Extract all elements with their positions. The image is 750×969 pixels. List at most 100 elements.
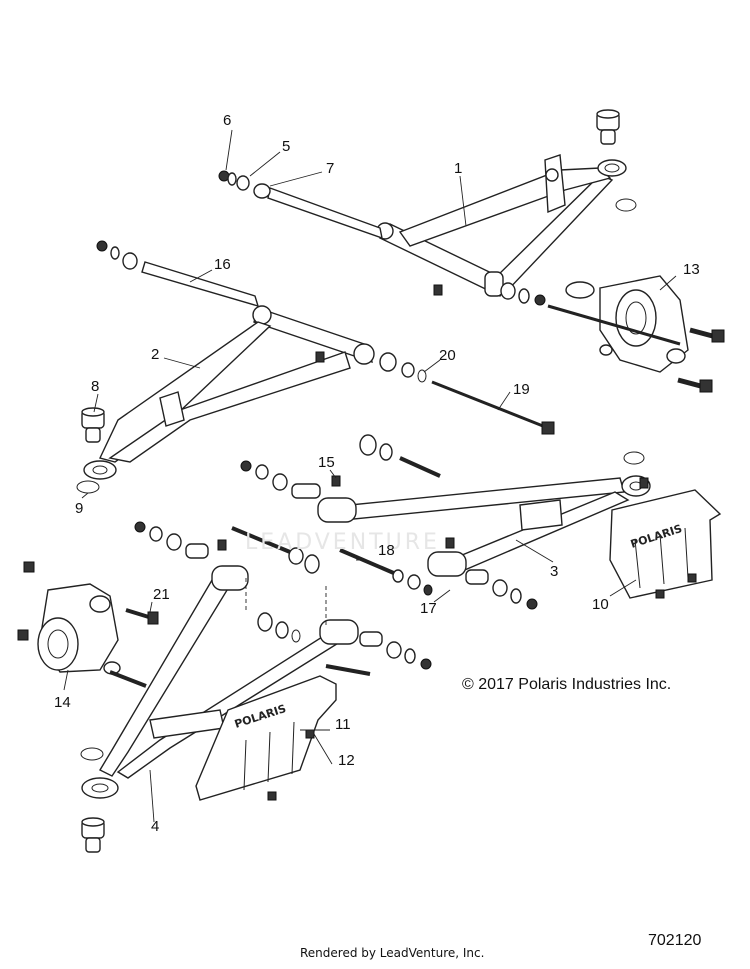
callout-14: 14: [54, 694, 71, 711]
copyright-notice: © 2017 Polaris Industries Inc.: [462, 676, 672, 693]
bushing-4-a[interactable]: [166, 533, 182, 551]
washer-16[interactable]: [110, 246, 120, 260]
callout-18: 18: [378, 542, 395, 559]
snap-ring-4[interactable]: [80, 747, 104, 761]
guard-10-screw-b[interactable]: [687, 573, 697, 583]
snap-ring-9[interactable]: [76, 480, 100, 494]
callout-3: 3: [550, 563, 559, 580]
nut-4-b[interactable]: [420, 658, 432, 670]
bushing-upper-rear[interactable]: [500, 282, 516, 300]
sleeve-4-a[interactable]: [185, 543, 209, 559]
nut-17[interactable]: [526, 598, 538, 610]
lower-a-arm-3[interactable]: [317, 475, 651, 577]
bushing-4-f[interactable]: [386, 641, 402, 659]
knuckle-bolt-lower[interactable]: [677, 377, 713, 393]
watermark: LEADVENTURE: [245, 530, 440, 555]
bushing-15-c[interactable]: [272, 473, 288, 491]
guard-11-screw[interactable]: [267, 791, 277, 801]
washer-upper-rear[interactable]: [518, 288, 530, 304]
ball-joint-4[interactable]: [81, 817, 105, 853]
steering-knuckle-13[interactable]: [565, 275, 689, 373]
callout-16: 16: [214, 256, 231, 273]
upper-a-arm-2[interactable]: [83, 305, 375, 480]
callout-2: 2: [151, 346, 160, 363]
bolt-15[interactable]: [399, 456, 441, 478]
a-arm-guard-10[interactable]: POLARIS: [609, 489, 722, 599]
callout-12: 12: [338, 752, 355, 769]
washer-15[interactable]: [255, 464, 269, 480]
washer-4-a[interactable]: [149, 526, 163, 542]
upper-through-bolt[interactable]: [547, 304, 681, 346]
rendered-by-credit: Rendered by LeadVenture, Inc.: [300, 946, 485, 960]
callout-6: 6: [223, 112, 232, 129]
bolt-18[interactable]: [339, 548, 433, 596]
ball-joint-8[interactable]: [81, 407, 105, 443]
bolt-4-a[interactable]: [231, 526, 291, 554]
nut-4-a[interactable]: [134, 521, 146, 533]
bolt-21[interactable]: [125, 608, 159, 625]
nut-15[interactable]: [240, 460, 252, 472]
lower-a-arm-4[interactable]: [81, 565, 359, 799]
callout-7: 7: [326, 160, 335, 177]
bushing-4-c[interactable]: [304, 554, 320, 574]
bushing-16[interactable]: [122, 252, 138, 270]
washer-17[interactable]: [510, 588, 522, 604]
washer-20[interactable]: [417, 369, 427, 383]
pivot-tube-16[interactable]: [141, 261, 260, 308]
washer-4-c[interactable]: [404, 648, 416, 664]
steering-knuckle-14[interactable]: [37, 583, 121, 675]
grease-fitting[interactable]: [433, 284, 443, 296]
callout-19: 19: [513, 381, 530, 398]
leader-lines: [63, 129, 677, 823]
callout-1: 1: [454, 160, 463, 177]
bushing-4-d[interactable]: [257, 612, 273, 632]
upper-a-arm-1[interactable]: [376, 154, 627, 297]
bushing-4-e[interactable]: [275, 621, 289, 639]
snap-ring-upper[interactable]: [615, 198, 637, 212]
bushing-20-a[interactable]: [379, 352, 397, 372]
a-arm-guard-11[interactable]: POLARIS: [195, 675, 337, 801]
bolt-14[interactable]: [109, 670, 147, 688]
callout-20: 20: [439, 347, 456, 364]
guard-10-screw-c[interactable]: [655, 589, 665, 599]
callout-5: 5: [282, 138, 291, 155]
bushing-15-b[interactable]: [379, 443, 393, 461]
upper-ball-joint[interactable]: [596, 109, 620, 145]
snap-ring-3[interactable]: [623, 451, 645, 465]
grease-fitting-15[interactable]: [331, 475, 341, 487]
bushing-15-a[interactable]: [359, 434, 377, 456]
washer-6[interactable]: [227, 172, 237, 186]
grease-fitting-2[interactable]: [315, 351, 325, 363]
callout-9: 9: [75, 500, 84, 517]
callout-13: 13: [683, 261, 700, 278]
grease-fitting-18[interactable]: [445, 537, 455, 549]
callout-8: 8: [91, 378, 100, 395]
bolt-4-b[interactable]: [325, 664, 371, 676]
callout-4: 4: [151, 818, 160, 835]
callout-10: 10: [592, 596, 609, 613]
knuckle-bolt-upper[interactable]: [689, 327, 725, 343]
grease-fitting-4[interactable]: [217, 539, 227, 551]
bushing-20-b[interactable]: [401, 362, 415, 378]
bolt-19[interactable]: [431, 380, 555, 435]
knuckle-14-fastener-a[interactable]: [23, 561, 35, 573]
knuckle-14-fastener-b[interactable]: [17, 629, 29, 641]
callout-21: 21: [153, 586, 170, 603]
guard-10-screw-a[interactable]: [639, 477, 649, 489]
sleeve-4-b[interactable]: [359, 631, 383, 647]
sleeve-15[interactable]: [291, 483, 321, 499]
sleeve-17[interactable]: [465, 569, 489, 585]
nut-16[interactable]: [96, 240, 108, 252]
callout-15: 15: [318, 454, 335, 471]
washer-4-b[interactable]: [291, 629, 301, 643]
bushing-4-b[interactable]: [288, 547, 304, 565]
callout-11: 11: [335, 716, 351, 733]
bushing-5[interactable]: [236, 175, 250, 191]
pivot-tube-7[interactable]: [253, 183, 383, 240]
nut-upper-rear[interactable]: [534, 294, 546, 306]
diagram-number: 702120: [648, 932, 702, 949]
bushing-17[interactable]: [492, 579, 508, 597]
screw-12[interactable]: [305, 729, 315, 739]
